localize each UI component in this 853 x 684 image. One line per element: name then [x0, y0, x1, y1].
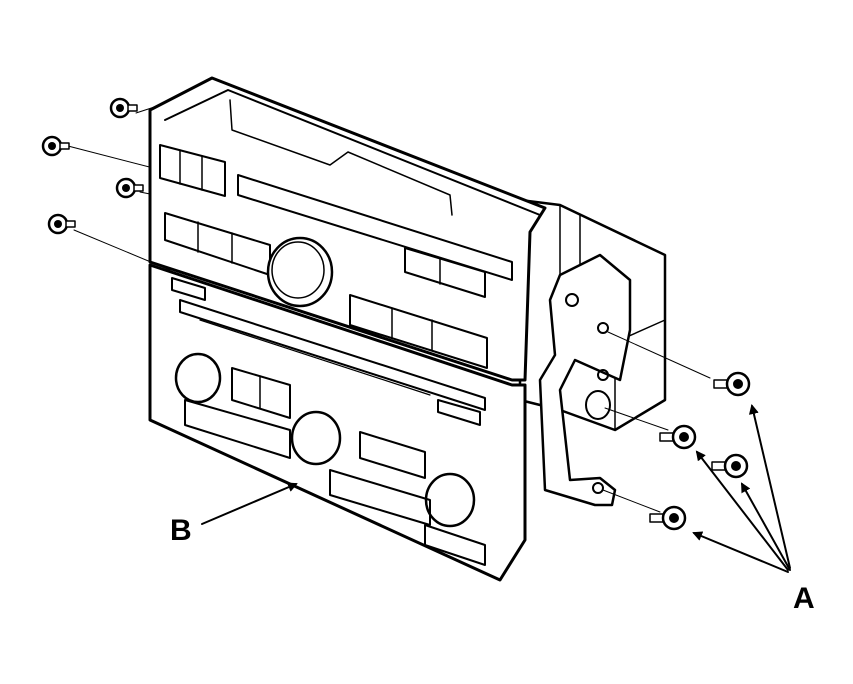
climate-buttons [329, 469, 431, 526]
screw-upper-left-4 [47, 213, 76, 235]
screw-right-1 [713, 371, 751, 397]
callout-b-leader [201, 482, 298, 525]
alignment-line [602, 489, 661, 513]
screw-upper-left-2 [41, 135, 70, 157]
alignment-line [604, 407, 669, 431]
leader-arrow [201, 482, 298, 525]
leader-arrow [692, 531, 789, 573]
volume-knob [266, 236, 334, 308]
leader-arrow [748, 404, 791, 569]
leader-arrow [741, 482, 791, 571]
button-row [349, 294, 488, 369]
mounting-bracket [538, 253, 632, 507]
callout-label-b: B [170, 514, 192, 547]
button-row [404, 247, 486, 298]
upper-faceplate [148, 76, 547, 382]
cd-slot [179, 299, 486, 411]
climate-buttons [424, 524, 486, 566]
small-button [437, 399, 481, 426]
screw-right-4 [649, 505, 687, 531]
lower-faceplate [148, 263, 527, 582]
alignment-line [607, 331, 711, 379]
mode-knob [290, 410, 342, 466]
callout-label-a: A [793, 582, 815, 615]
leader-arrow [695, 450, 789, 571]
bracket-plate [538, 253, 632, 507]
eject-button [171, 277, 206, 301]
fan-knob [174, 352, 222, 404]
temp-knob [424, 472, 476, 528]
screw-right-3 [711, 453, 749, 479]
button-group [159, 144, 226, 197]
alignment-lines-right [602, 331, 711, 513]
display-window [237, 174, 513, 281]
climate-buttons [359, 431, 426, 479]
screw-right-2 [659, 424, 697, 450]
climate-buttons [184, 399, 291, 459]
climate-buttons [231, 367, 291, 419]
screw-upper-left-3 [115, 177, 144, 199]
callout-a-leaders [692, 404, 791, 573]
screw-upper-left-1 [109, 97, 138, 119]
